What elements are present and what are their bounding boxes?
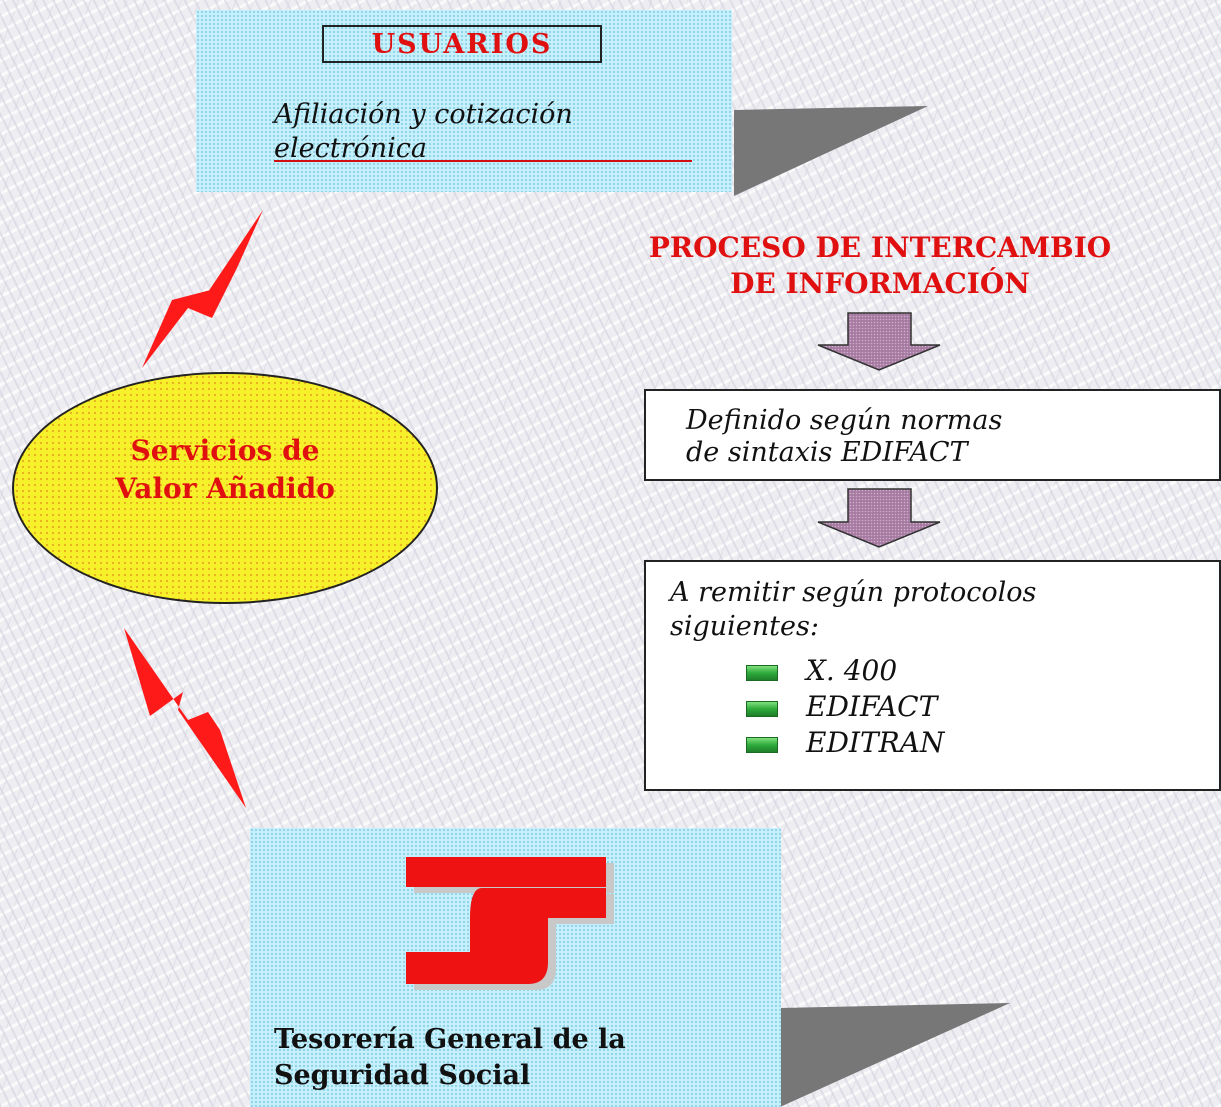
- tgss-logo-mark: [406, 857, 606, 984]
- process-title: PROCESO DE INTERCAMBIO DE INFORMACIÓN: [600, 230, 1160, 302]
- green-bar-bullet-icon: [746, 664, 778, 681]
- protocol-item: X. 400: [746, 654, 897, 688]
- down-arrow-icon: [817, 488, 941, 548]
- value-added-line1: Servicios de: [130, 434, 320, 467]
- tgss-name-line1: Tesorería General de la: [274, 1024, 626, 1055]
- lightning-bolt-icon: [124, 628, 246, 808]
- process-title-line2: DE INFORMACIÓN: [730, 267, 1030, 300]
- value-added-line2: Valor Añadido: [115, 472, 335, 505]
- down-arrow-icon: [817, 312, 941, 371]
- protocol-item-label: EDIFACT: [806, 690, 938, 723]
- tgss-name-line2: Seguridad Social: [274, 1060, 531, 1091]
- users-description-line1: Afiliación y cotización: [274, 99, 573, 130]
- protocol-intro-line1: A remitir según protocolos: [670, 577, 1037, 608]
- protocol-item: EDITRAN: [746, 726, 944, 760]
- protocol-intro-line2: siguientes:: [670, 611, 819, 642]
- tgss-connector-triangle: [780, 1003, 1010, 1107]
- syntax-line1: Definido según normas: [686, 405, 1003, 436]
- users-title-box: USUARIOS: [322, 25, 602, 63]
- syntax-line2: de sintaxis EDIFACT: [686, 437, 968, 468]
- protocol-item-label: EDITRAN: [806, 726, 945, 759]
- protocol-box: A remitir según protocolos siguientes: X…: [644, 560, 1221, 791]
- protocol-item: EDIFACT: [746, 690, 937, 724]
- process-title-line1: PROCESO DE INTERCAMBIO: [648, 231, 1112, 264]
- users-underline: [274, 160, 692, 162]
- users-description-line2: electrónica: [274, 133, 427, 164]
- protocol-item-label: X. 400: [806, 654, 898, 687]
- syntax-text: Definido según normas de sintaxis EDIFAC…: [686, 405, 1002, 469]
- syntax-box: Definido según normas de sintaxis EDIFAC…: [644, 389, 1221, 481]
- value-added-ellipse: [12, 372, 438, 604]
- value-added-text: Servicios de Valor Añadido: [12, 432, 438, 508]
- protocol-intro: A remitir según protocolos siguientes:: [670, 576, 1036, 644]
- green-bar-bullet-icon: [746, 700, 778, 717]
- users-description: Afiliación y cotización electrónica: [274, 98, 694, 166]
- tgss-name: Tesorería General de la Seguridad Social: [274, 1022, 626, 1094]
- green-bar-bullet-icon: [746, 736, 778, 753]
- users-title: USUARIOS: [371, 28, 553, 60]
- lightning-bolt-icon: [142, 210, 263, 368]
- users-connector-triangle: [734, 106, 928, 196]
